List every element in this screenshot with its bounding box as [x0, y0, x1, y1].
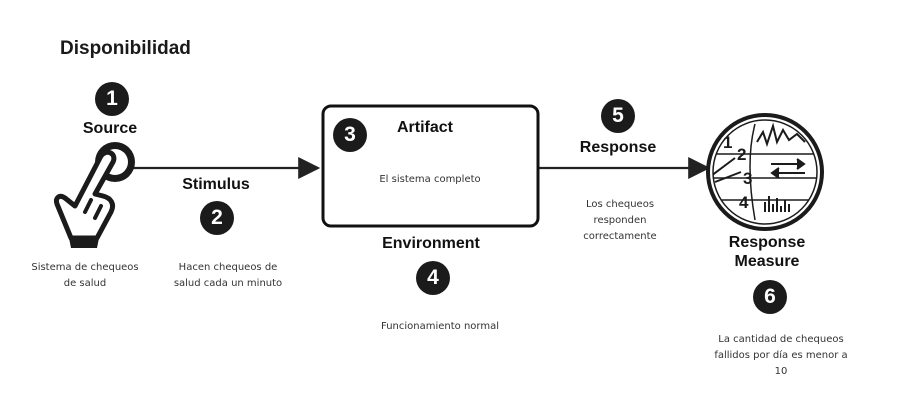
response-measure-number-badge: 6	[753, 280, 787, 314]
environment-number-badge: 4	[416, 261, 450, 295]
stimulus-number-badge: 2	[200, 201, 234, 235]
artifact-label: Artifact	[396, 119, 453, 136]
source-label: Source	[82, 120, 138, 137]
source-number-badge: 1	[95, 82, 129, 116]
source-description: Sistema de chequeos de salud	[31, 262, 139, 289]
stimulus-label: Stimulus	[182, 176, 250, 193]
artifact-box	[321, 104, 540, 228]
gauge-digit-2: 2	[737, 145, 746, 164]
gauge-digit-3: 3	[743, 169, 752, 188]
stimulus-description: Hacen chequeos de salud cada un minuto	[173, 262, 283, 289]
response-measure-description: La cantidad de chequeos fallidos por día…	[714, 334, 848, 377]
gauge-digit-1: 1	[723, 133, 732, 152]
artifact-number-badge: 3	[333, 118, 367, 152]
measure-gauge-icon: 1 2 3 4	[706, 113, 824, 231]
environment-label: Environment	[382, 235, 480, 252]
gauge-digit-4: 4	[739, 193, 749, 212]
diagram-title: Disponibilidad	[60, 38, 191, 59]
response-measure-label: Response Measure	[728, 234, 806, 270]
response-label: Response	[579, 139, 657, 156]
hand-pointer-icon	[54, 142, 135, 248]
artifact-description: El sistema completo	[379, 174, 481, 185]
environment-description: Funcionamiento normal	[380, 321, 499, 332]
response-description: Los chequeos responden correctamente	[583, 199, 657, 242]
response-number-badge: 5	[601, 99, 635, 133]
